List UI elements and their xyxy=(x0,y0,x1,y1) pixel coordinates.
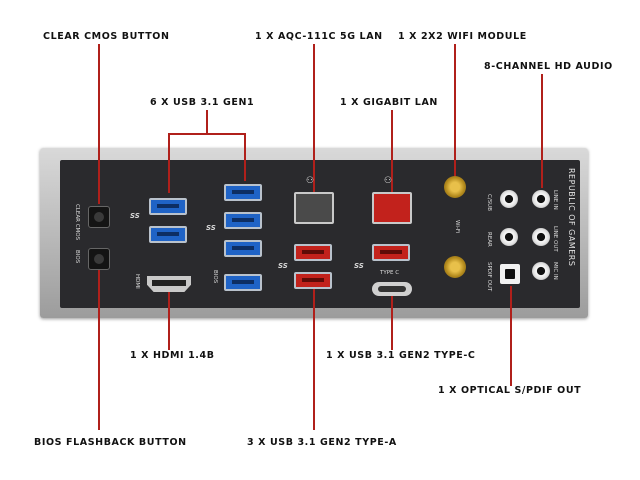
usb31-gen1-port[interactable] xyxy=(224,240,262,257)
callout-bios-flashback: BIOS FLASHBACK BUTTON xyxy=(34,437,187,448)
mic-in-panel-label: MIC IN xyxy=(552,262,558,280)
audio-jack-mic-in[interactable] xyxy=(532,262,550,280)
bios-usb-panel-label: BIOS xyxy=(212,270,218,284)
callout-usb31-gen2-typea: 3 X USB 3.1 GEN2 TYPE-A xyxy=(247,437,397,448)
aqc-5g-lan-port[interactable] xyxy=(294,192,334,224)
audio-jack-rear[interactable] xyxy=(500,228,518,246)
audio-jack-c-sub[interactable] xyxy=(500,190,518,208)
callout-usb31-gen1: 6 X USB 3.1 GEN1 xyxy=(150,97,255,108)
usb31-gen2-type-a-port[interactable] xyxy=(294,272,332,289)
wifi-panel-label: Wi-Fi xyxy=(454,220,460,234)
superspeed-logo: SS xyxy=(278,262,288,270)
audio-jack-line-out[interactable] xyxy=(532,228,550,246)
callout-hdmi: 1 X HDMI 1.4B xyxy=(130,350,215,361)
usb31-gen1-port[interactable] xyxy=(224,274,262,291)
callout-hd-audio: 8-CHANNEL HD AUDIO xyxy=(484,61,613,72)
wifi-antenna-connector[interactable] xyxy=(444,256,466,278)
leader-hd-audio xyxy=(541,74,543,188)
brand-label: REPUBLIC OF GAMERS xyxy=(567,168,576,267)
leader-usb-gen1-stem xyxy=(206,110,208,134)
callout-optical: 1 X OPTICAL S/PDIF OUT xyxy=(438,385,582,396)
rear-panel-label: REAR xyxy=(486,232,492,247)
leader-gigabit-lan xyxy=(391,110,393,192)
line-in-panel-label: LINE IN xyxy=(552,190,558,210)
optical-spdif-out-port[interactable] xyxy=(500,264,520,284)
usb31-gen2-type-a-port[interactable] xyxy=(294,244,332,261)
hdmi-panel-label: HDMI xyxy=(134,274,140,289)
line-out-panel-label: LINE OUT xyxy=(552,226,558,252)
leader-hdmi xyxy=(168,292,170,350)
callout-wifi: 1 X 2X2 WIFI MODULE xyxy=(398,31,527,42)
callout-aqc-lan: 1 X AQC-111C 5G LAN xyxy=(255,31,383,42)
leader-optical xyxy=(510,286,512,386)
callout-gigabit-lan: 1 X GIGABIT LAN xyxy=(340,97,438,108)
lan-network-icon: ⚇ xyxy=(306,176,315,186)
leader-usb-gen1-bar xyxy=(168,133,246,135)
superspeed-logo: SS xyxy=(130,212,140,220)
superspeed-logo: SS xyxy=(354,262,364,270)
clear-cmos-panel-label: CLEAR CMOS xyxy=(74,204,80,241)
leader-clear-cmos xyxy=(98,44,100,204)
wifi-antenna-connector[interactable] xyxy=(444,176,466,198)
hdmi-port[interactable] xyxy=(147,276,191,292)
leader-usb-gen2-typea xyxy=(313,284,315,430)
type-c-panel-label: TYPE C xyxy=(380,270,400,276)
leader-usb-gen1-left xyxy=(168,133,170,193)
lan-network-icon: ⚇ xyxy=(384,176,393,186)
bios-flashback-button[interactable] xyxy=(88,248,110,270)
c-sub-panel-label: C/SUB xyxy=(486,194,492,211)
superspeed-logo: SS xyxy=(206,224,216,232)
callout-typec: 1 X USB 3.1 GEN2 TYPE-C xyxy=(326,350,476,361)
usb31-gen1-port[interactable] xyxy=(149,198,187,215)
leader-aqc-lan xyxy=(313,44,315,192)
usb31-gen2-type-c-port[interactable] xyxy=(372,282,412,296)
usb31-gen1-port[interactable] xyxy=(149,226,187,243)
leader-usb-gen1-right xyxy=(244,133,246,181)
usb31-gen1-port[interactable] xyxy=(224,212,262,229)
leader-bios-flashback xyxy=(98,262,100,430)
gigabit-lan-port[interactable] xyxy=(372,192,412,224)
callout-clear-cmos: CLEAR CMOS BUTTON xyxy=(43,31,170,42)
clear-cmos-button[interactable] xyxy=(88,206,110,228)
leader-typec xyxy=(391,296,393,350)
usb31-gen2-type-a-port[interactable] xyxy=(372,244,410,261)
bios-panel-label: BIOS xyxy=(74,250,80,264)
spdif-out-panel-label: SPDIF OUT xyxy=(486,262,492,292)
usb31-gen1-port[interactable] xyxy=(224,184,262,201)
leader-wifi xyxy=(454,44,456,178)
audio-jack-line-in[interactable] xyxy=(532,190,550,208)
